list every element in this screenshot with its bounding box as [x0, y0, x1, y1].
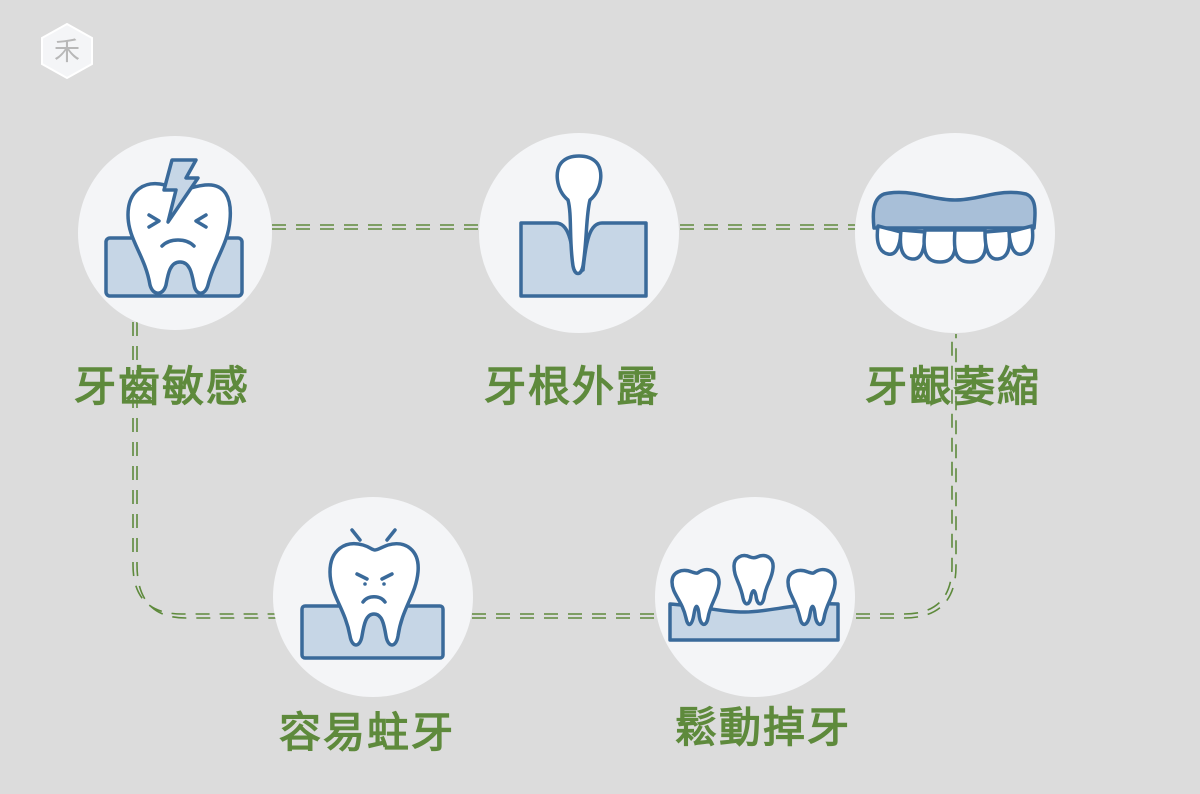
- node-root: [479, 133, 679, 333]
- node-loose: [655, 497, 855, 697]
- loose-teeth-icon: [668, 553, 840, 642]
- connector-sensitivity-decay: [132, 322, 276, 619]
- label-sensitivity: 牙齒敏感: [73, 362, 251, 411]
- label-decay: 容易蛀牙: [278, 708, 456, 757]
- label-gum: 牙齦萎縮: [864, 362, 1042, 411]
- node-gum: [855, 133, 1055, 333]
- connector-root-gum: [680, 224, 855, 230]
- connector-decay-loose: [472, 613, 657, 619]
- label-loose: 鬆動掉牙: [674, 703, 852, 752]
- node-decay: [273, 497, 473, 697]
- connector-sensitivity-root: [272, 224, 480, 230]
- connectors: [132, 224, 957, 619]
- decaying-tooth-icon: [300, 528, 445, 660]
- exposed-root-icon: [519, 154, 648, 298]
- receding-gum-icon: [871, 190, 1037, 264]
- cracked-tooth-icon: [104, 158, 244, 298]
- label-root: 牙根外露: [483, 362, 661, 411]
- node-sensitivity: [78, 136, 272, 330]
- logo-glyph: 禾: [54, 37, 80, 67]
- hexagon-logo-icon: 禾: [41, 22, 93, 80]
- connector-loose-gum: [856, 334, 957, 619]
